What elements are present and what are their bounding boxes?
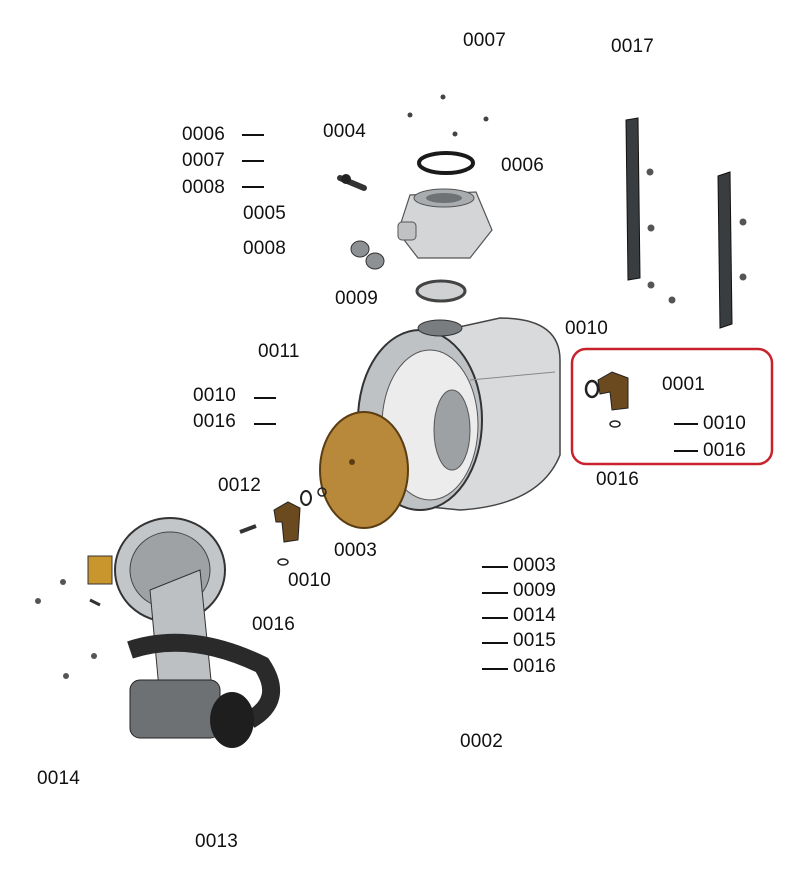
label-0017: 0017: [611, 36, 655, 57]
label-0009: 0009: [335, 288, 379, 309]
label-0015-list: 0015: [513, 630, 557, 651]
label-0006-right: 0006: [501, 155, 545, 176]
label-0003-list: 0003: [513, 555, 557, 576]
label-0010-highlight: 0010: [703, 413, 747, 434]
label-0002: 0002: [460, 731, 504, 752]
leader-line: [482, 617, 508, 619]
highlight-box: [570, 347, 774, 466]
mounting-brackets: [625, 117, 747, 329]
label-0003: 0003: [334, 540, 378, 561]
leader-line: [254, 423, 276, 425]
label-0010-top: 0010: [565, 318, 609, 339]
flat-gasket: [415, 279, 467, 303]
label-0006-left: 0006: [182, 124, 226, 145]
leader-line: [254, 397, 276, 399]
fan-screws: [35, 579, 97, 679]
leader-line: [482, 566, 508, 568]
label-0008: 0008: [243, 238, 287, 259]
label-0004: 0004: [323, 121, 367, 142]
label-0014-list: 0014: [513, 605, 557, 626]
burner-cap-housing: [397, 188, 493, 259]
label-0016-left: 0016: [193, 411, 237, 432]
leader-line: [242, 160, 264, 162]
top-gasket: [417, 151, 475, 175]
leader-line: [482, 642, 508, 644]
leader-line: [242, 186, 264, 188]
label-0009-list: 0009: [513, 580, 557, 601]
label-0012: 0012: [218, 475, 262, 496]
label-0007-top: 0007: [463, 30, 507, 51]
label-0008-left: 0008: [182, 177, 226, 198]
fan-assembly: [87, 517, 280, 748]
label-0011: 0011: [258, 341, 300, 362]
small-elbow: [239, 487, 327, 566]
plugs: [350, 240, 385, 270]
label-0016-center: 0016: [252, 614, 296, 635]
label-0010-left: 0010: [193, 385, 237, 406]
label-0016-list: 0016: [513, 656, 557, 677]
leader-line: [674, 423, 698, 425]
label-0010-center: 0010: [288, 570, 332, 591]
label-0013: 0013: [195, 831, 239, 852]
label-0005: 0005: [243, 203, 287, 224]
sensor-part: [337, 174, 367, 191]
label-0016-highlight: 0016: [703, 440, 747, 461]
label-0001: 0001: [662, 374, 706, 395]
top-screws: [407, 94, 489, 137]
label-0016-below: 0016: [596, 469, 640, 490]
leader-line: [242, 134, 264, 136]
label-0014: 0014: [37, 768, 81, 789]
leader-line: [482, 592, 508, 594]
label-0007-left: 0007: [182, 150, 226, 171]
elbow-fitting: [584, 371, 629, 428]
leader-line: [674, 450, 698, 452]
leader-line: [482, 668, 508, 670]
brass-door: [319, 411, 409, 529]
